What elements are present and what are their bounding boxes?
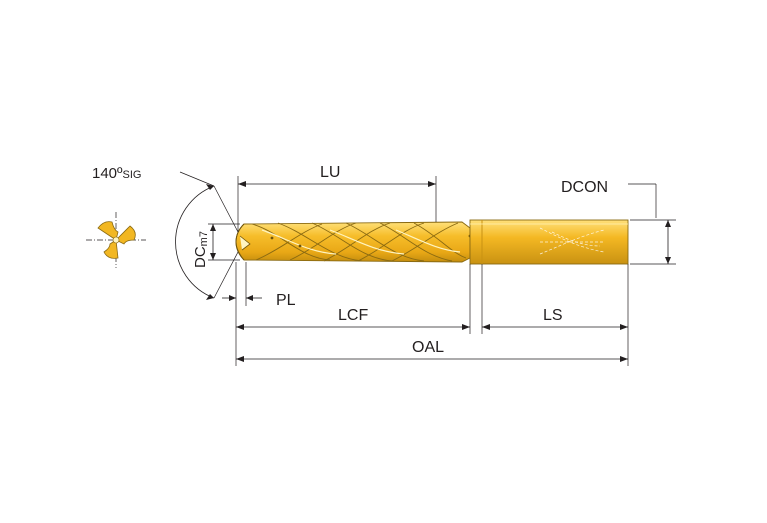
- drill-shank: [469, 219, 629, 265]
- drill-end-view: [86, 212, 146, 268]
- lu-label: LU: [320, 164, 340, 181]
- point-angle-label: 140ºSIG: [92, 165, 141, 182]
- dcon-label: DCON: [561, 179, 608, 196]
- dc-dimension: [208, 223, 240, 261]
- dc-label: DCm7: [192, 231, 210, 268]
- lu-dimension: [237, 176, 437, 232]
- pl-dimension: [222, 262, 262, 366]
- ls-label: LS: [543, 307, 563, 324]
- dcon-dimension: [628, 183, 676, 265]
- drill-flute-body: [235, 221, 472, 263]
- oal-dimension: [236, 356, 628, 362]
- oal-label: OAL: [412, 339, 444, 356]
- lcf-label: LCF: [338, 307, 368, 324]
- pl-label: PL: [276, 292, 296, 309]
- lcf-ls-dimension: [236, 264, 629, 366]
